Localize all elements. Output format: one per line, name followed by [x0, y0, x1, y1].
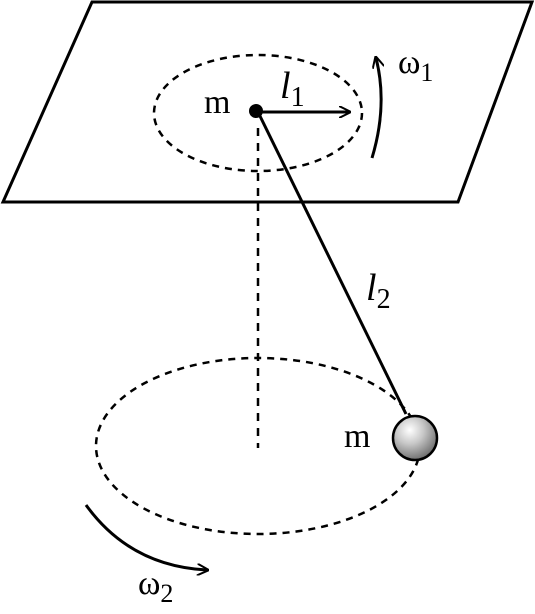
omega1-symbol: ω — [398, 44, 420, 81]
bottom-mass-sphere — [391, 414, 439, 462]
length-l1-subscript: 1 — [291, 82, 305, 113]
length-l2-subscript: 2 — [377, 284, 391, 315]
length-l2-label: l2 — [366, 267, 391, 315]
string-l2 — [256, 111, 408, 415]
top-mass-label: m — [204, 84, 230, 121]
table-plane — [0, 0, 535, 204]
omega2-subscript: 2 — [160, 579, 173, 608]
top-mass-dot — [249, 104, 263, 118]
length-l2-symbol: l — [366, 267, 377, 309]
omega2-label: ω2 — [138, 565, 173, 608]
omega1-subscript: 1 — [420, 58, 433, 87]
length-l1-label: l1 — [280, 65, 305, 113]
omega1-rotation-arrow — [370, 58, 381, 159]
omega2-symbol: ω — [138, 565, 160, 602]
omega1-label: ω1 — [398, 44, 433, 87]
upper-orbit-path — [152, 53, 364, 173]
omega2-rotation-arrow — [84, 504, 207, 570]
length-l1-symbol: l — [280, 65, 291, 107]
bottom-mass-label: m — [344, 418, 370, 455]
